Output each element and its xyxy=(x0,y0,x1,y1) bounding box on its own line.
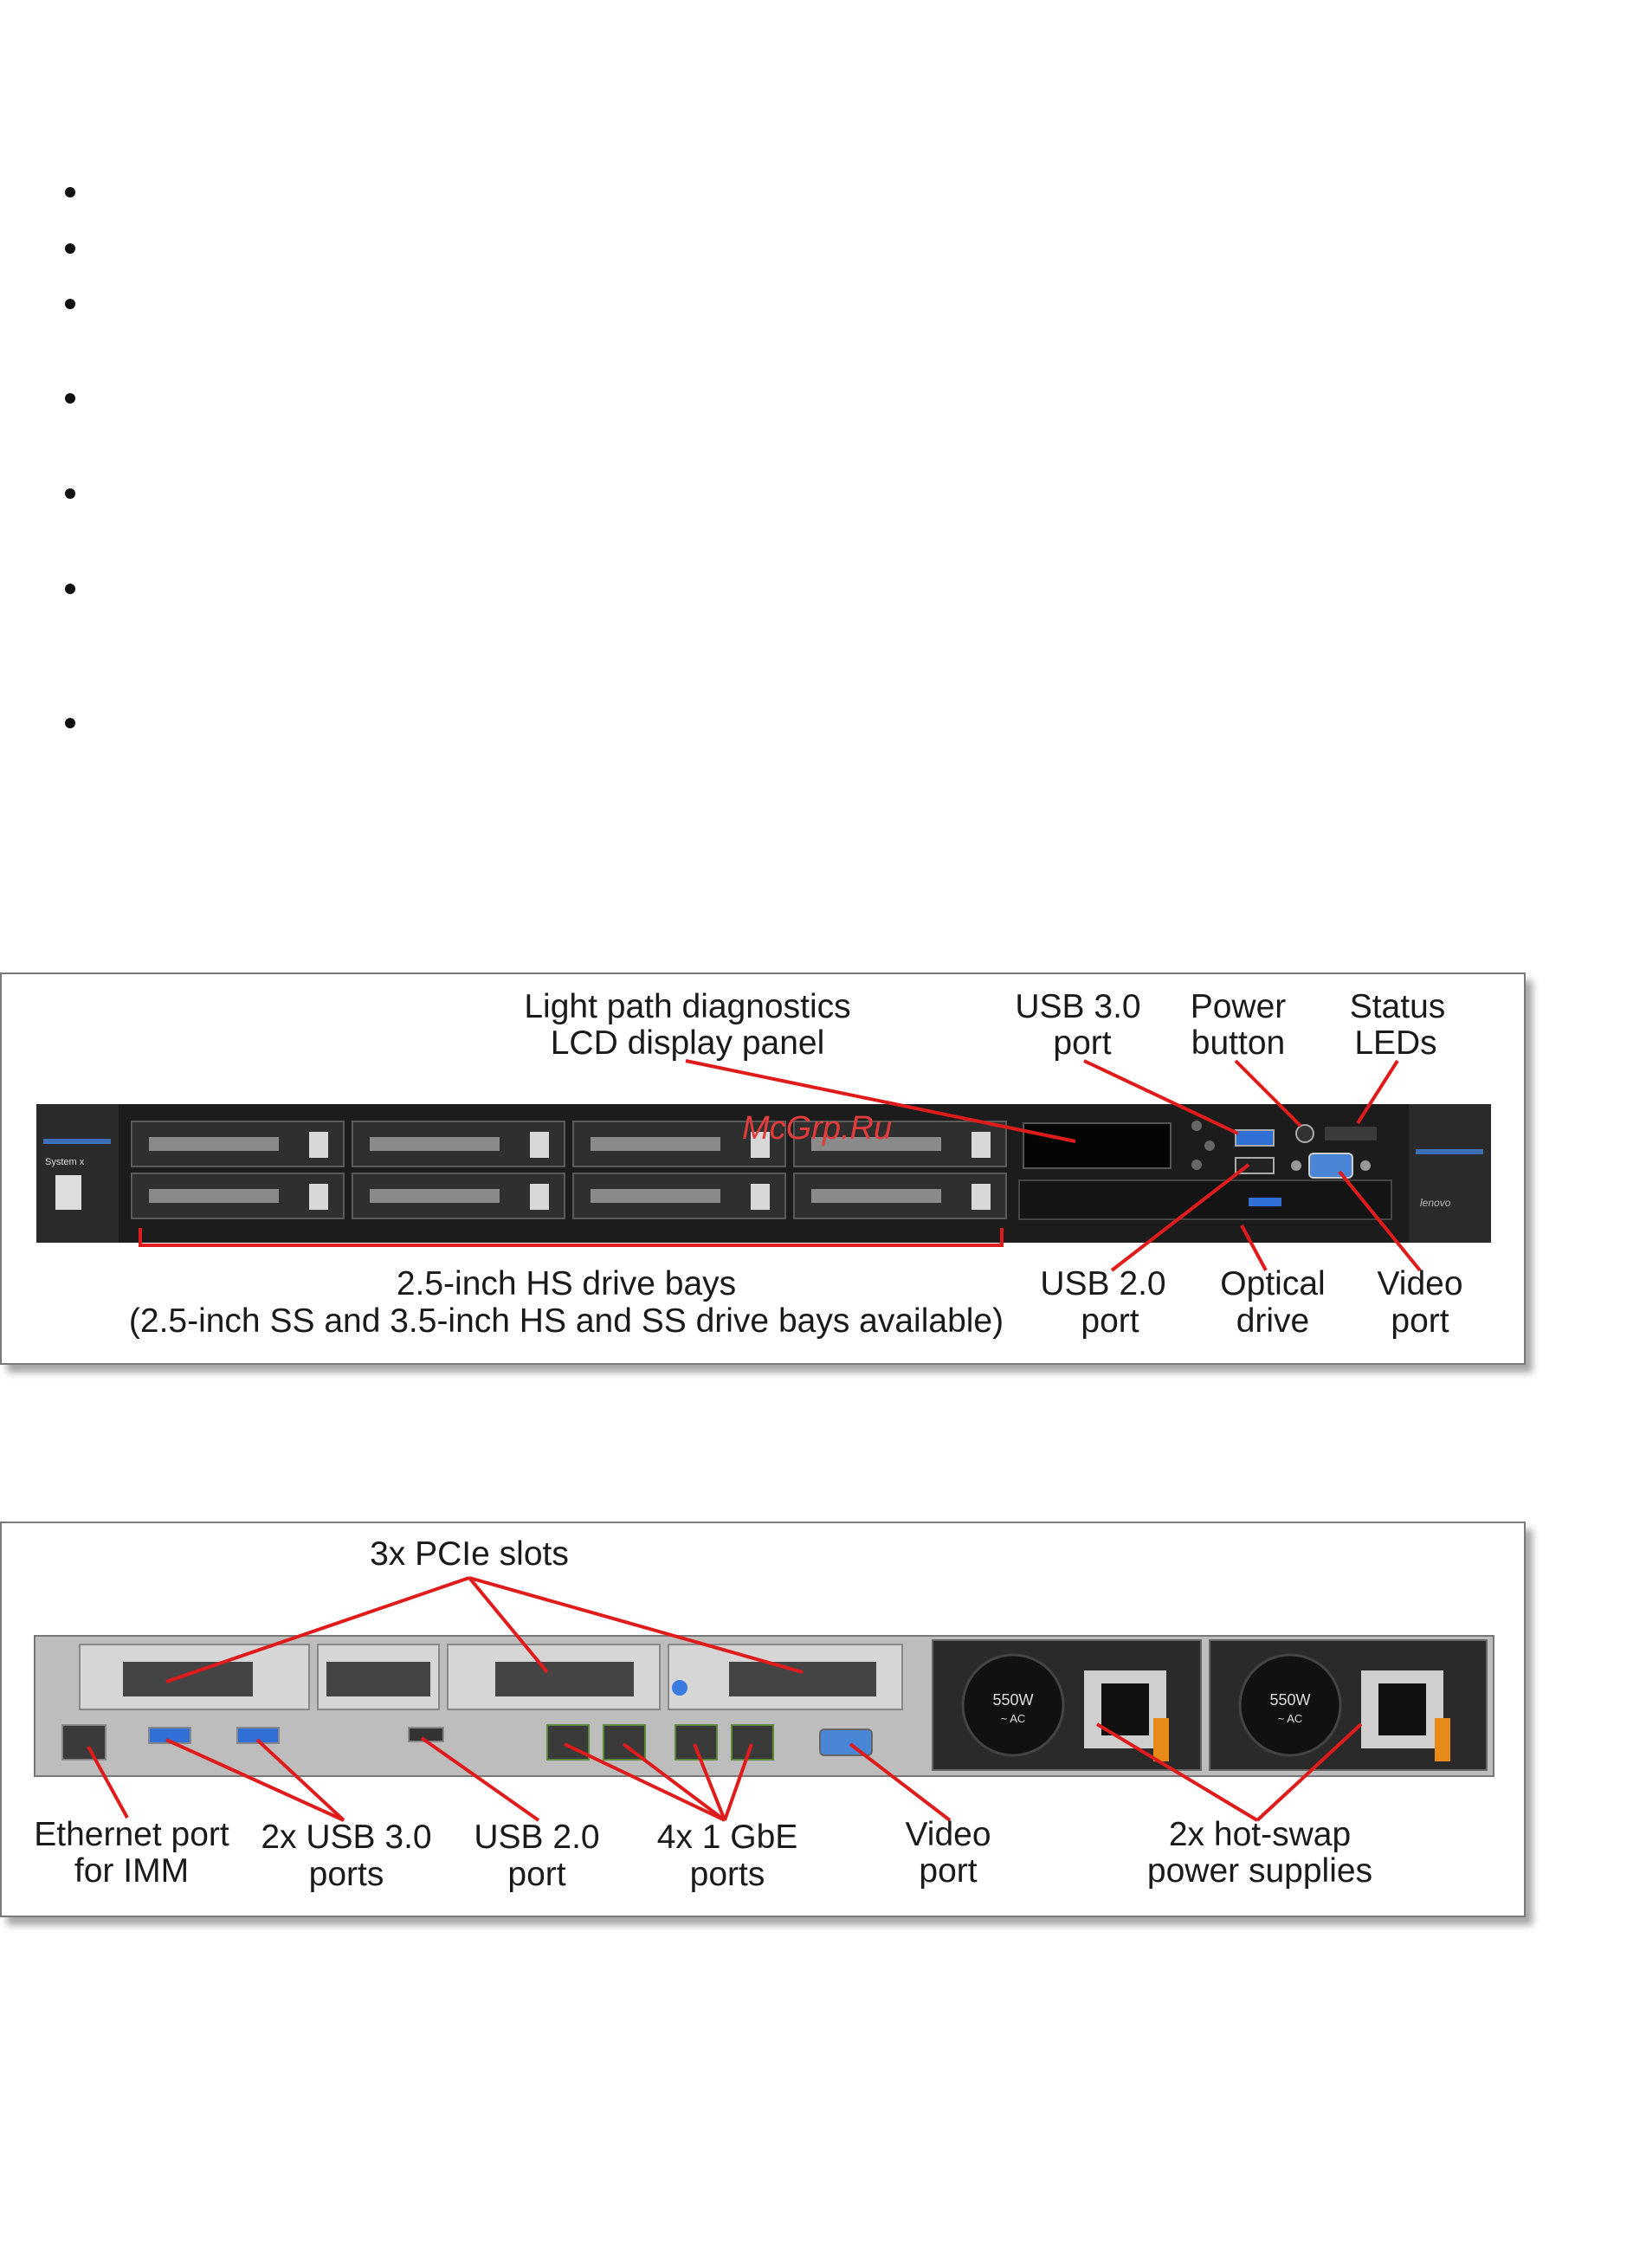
psu-handle xyxy=(1153,1718,1169,1761)
list-bullet xyxy=(65,243,75,254)
arrow-power xyxy=(1234,1059,1302,1128)
label-for-imm: for IMM xyxy=(74,1852,189,1890)
arrow-usb2 xyxy=(420,1736,540,1822)
label-video-port: port xyxy=(1391,1302,1449,1340)
power-supplies: 550W ~ AC 550W ~ AC xyxy=(932,1639,1488,1771)
pcie-slot xyxy=(79,1644,310,1710)
watermark: McGrp.Ru xyxy=(742,1110,892,1147)
drive-bays-bracket xyxy=(139,1228,1004,1247)
label-drive-options: (2.5-inch SS and 3.5-inch HS and SS driv… xyxy=(129,1302,1004,1340)
psu-rating-label: 550W xyxy=(1269,1691,1310,1709)
vga-port-icon xyxy=(1308,1153,1353,1179)
arrow-psu-1 xyxy=(1095,1722,1259,1822)
label-pcie-slots: 3x PCIe slots xyxy=(370,1535,569,1573)
rack-ear-right xyxy=(1409,1104,1491,1243)
arrow-lcd xyxy=(685,1059,1076,1143)
label-lcd-panel: LCD display panel xyxy=(551,1024,825,1062)
power-button-icon xyxy=(1295,1124,1314,1143)
label-usb3: USB 3.0 xyxy=(1015,988,1140,1025)
arrow-video xyxy=(1338,1170,1422,1272)
arrow-gbe-2 xyxy=(622,1742,726,1822)
front-view-diagram: System x lenovo xyxy=(36,988,1491,1340)
arrow-gbe-1 xyxy=(564,1742,726,1822)
label-power-supplies: power supplies xyxy=(1147,1852,1372,1890)
release-latch-icon xyxy=(672,1680,687,1696)
label-video-port: port xyxy=(919,1852,977,1890)
lcd-button-icon xyxy=(1204,1140,1215,1151)
lcd-button-icon xyxy=(1191,1121,1202,1131)
arrow-gbe-3 xyxy=(693,1743,726,1821)
label-usb2: USB 2.0 xyxy=(1040,1265,1165,1302)
label-optical: Optical xyxy=(1220,1265,1325,1302)
label-usb3-port: port xyxy=(1053,1024,1111,1062)
arrow-optical xyxy=(1240,1224,1268,1271)
ethernet-imm-port-icon xyxy=(61,1724,107,1761)
list-bullet xyxy=(65,393,75,404)
label-gbe-ports: ports xyxy=(690,1856,765,1893)
gbe-port-icon xyxy=(731,1724,774,1761)
label-usb3-ports: ports xyxy=(309,1856,384,1893)
label-lightpath: Light path diagnostics xyxy=(524,988,850,1025)
fan-icon xyxy=(1238,1653,1342,1757)
pcie-slots xyxy=(79,1644,903,1710)
rear-view-figure: 550W ~ AC 550W ~ AC 3x PCIe slots Ethern… xyxy=(0,1522,1526,1917)
lenovo-logo: lenovo xyxy=(1420,1197,1451,1209)
arrow-usb2 xyxy=(1110,1163,1250,1272)
vga-port-icon xyxy=(819,1728,873,1756)
label-video: Video xyxy=(905,1816,991,1853)
psu-ac-label: ~ AC xyxy=(1001,1712,1026,1725)
gbe-port-icon xyxy=(675,1724,718,1761)
drive-bays xyxy=(131,1121,1007,1219)
list-bullet xyxy=(65,584,75,594)
label-usb3: 2x USB 3.0 xyxy=(261,1819,431,1856)
fan-icon xyxy=(961,1653,1065,1757)
list-bullet xyxy=(65,299,75,309)
arrow-psu-2 xyxy=(1255,1722,1363,1822)
label-usb2: USB 2.0 xyxy=(474,1819,599,1856)
label-usb2-port: port xyxy=(507,1856,565,1893)
label-power: Power xyxy=(1191,988,1287,1025)
system-x-badge: System x xyxy=(45,1157,85,1167)
psu-rating-label: 550W xyxy=(992,1691,1033,1709)
arrow-status xyxy=(1356,1059,1399,1125)
power-inlet-icon xyxy=(1378,1683,1426,1735)
arrow-usb3-b xyxy=(255,1738,345,1822)
label-drive-bays: 2.5-inch HS drive bays xyxy=(397,1265,736,1302)
rack-ear-left xyxy=(36,1104,119,1243)
psu-handle xyxy=(1435,1718,1450,1761)
arrow-eth xyxy=(87,1746,129,1819)
list-bullet xyxy=(65,187,75,197)
list-bullet xyxy=(65,718,75,728)
label-status: Status xyxy=(1350,988,1446,1025)
usb3-port-icon xyxy=(1235,1129,1275,1147)
optical-drive xyxy=(1018,1179,1392,1220)
label-usb2-port: port xyxy=(1081,1302,1139,1340)
usb3-port-icon xyxy=(236,1727,280,1744)
label-optical-drive: drive xyxy=(1236,1302,1310,1340)
lcd-display-panel xyxy=(1023,1122,1172,1169)
arrow-gbe-4 xyxy=(723,1743,753,1821)
label-ethernet: Ethernet port xyxy=(34,1816,229,1853)
arrow-pcie-2 xyxy=(468,1576,549,1674)
arrow-usb3 xyxy=(1083,1059,1239,1135)
lcd-button-icon xyxy=(1191,1160,1202,1170)
power-inlet-icon xyxy=(1101,1683,1149,1735)
list-bullet xyxy=(65,488,75,499)
label-hot-swap: 2x hot-swap xyxy=(1169,1816,1351,1853)
label-status-leds: LEDs xyxy=(1354,1024,1436,1062)
psu-ac-label: ~ AC xyxy=(1278,1712,1303,1725)
logo-icon xyxy=(55,1175,81,1210)
arrow-pcie-3 xyxy=(468,1576,804,1674)
arrow-pcie-1 xyxy=(165,1576,470,1683)
arrow-video xyxy=(849,1742,952,1822)
rear-view-diagram: 550W ~ AC 550W ~ AC 3x PCIe slots Ethern… xyxy=(34,1535,1494,1893)
arrow-usb3-a xyxy=(165,1738,345,1822)
status-leds xyxy=(1325,1127,1377,1140)
gbe-ports xyxy=(546,1724,774,1761)
label-video: Video xyxy=(1377,1265,1462,1302)
front-view-figure: System x lenovo xyxy=(0,972,1526,1365)
label-gbe: 4x 1 GbE xyxy=(657,1819,798,1856)
label-power-button: button xyxy=(1191,1024,1285,1062)
